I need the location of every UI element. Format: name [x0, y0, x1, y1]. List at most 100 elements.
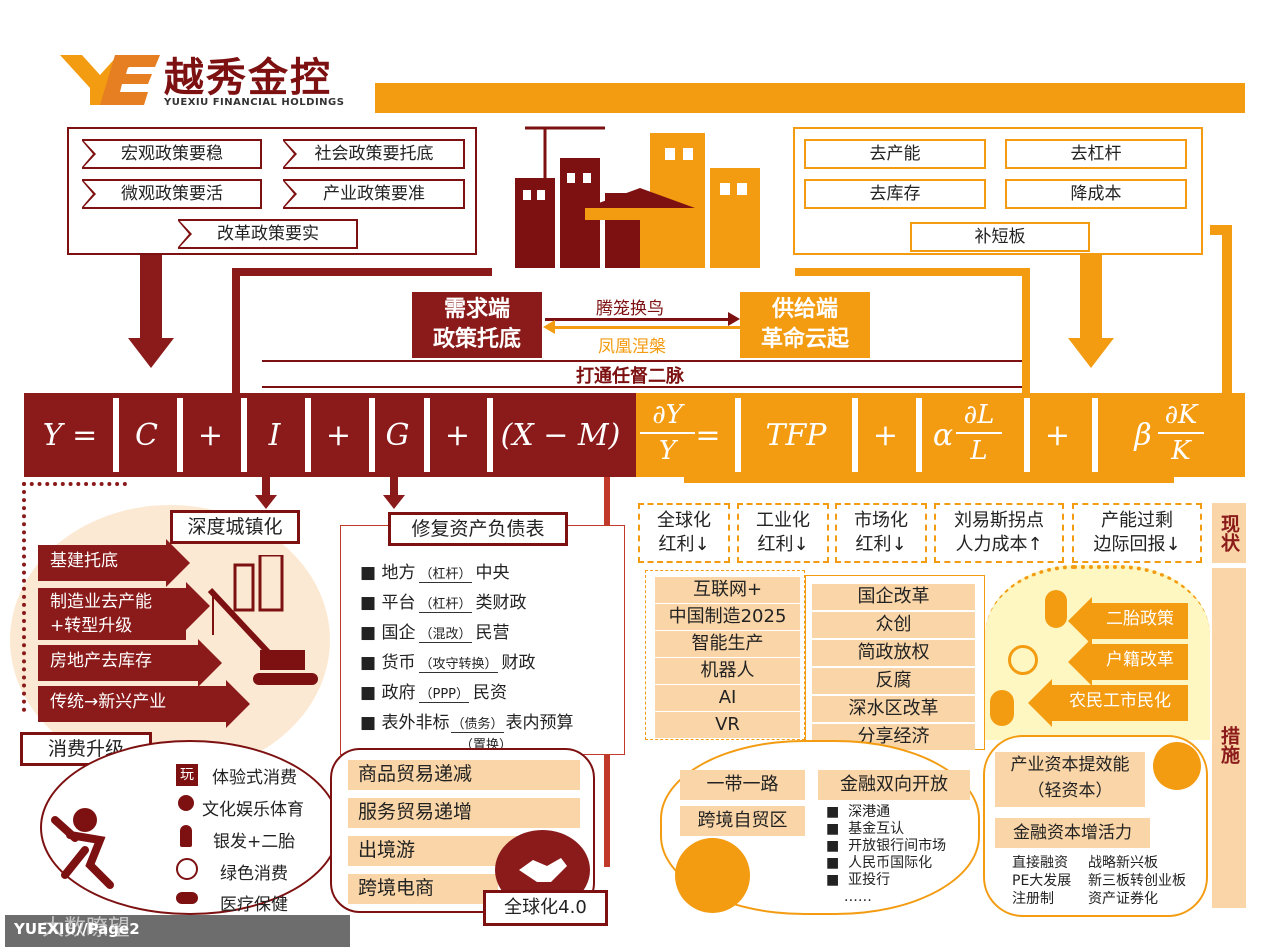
pregnant-icon — [1045, 590, 1067, 628]
finance-opening: 金融双向开放 — [818, 770, 970, 800]
labor-two-child: 二胎政策 — [1068, 597, 1188, 645]
handshake-glyph-icon — [519, 858, 567, 882]
finance-item: ■ 深港通 — [826, 804, 891, 820]
policy-inventory: 去库存 — [804, 179, 986, 209]
dotted-connector — [22, 482, 127, 712]
finance-item: ■ 人民币国际化 — [826, 855, 933, 871]
reform-streamline: 简政放权 — [812, 640, 975, 666]
right-down-arrow-shaft — [1080, 255, 1102, 340]
balance-row: ■ 地方（杠杆）中央 — [360, 563, 510, 583]
eq-dk-den: K — [1171, 436, 1191, 466]
c-connector — [262, 477, 270, 499]
policy-macro: 宏观政策要稳 — [82, 139, 262, 169]
balance-list: ■ 地方（杠杆）中央 ■ 平台（杠杆）类财政 ■ 国企（混改）民营 ■ 货币（攻… — [360, 558, 620, 754]
policy-capacity: 去产能 — [804, 139, 986, 169]
arrow-to-supply-head — [728, 312, 740, 326]
trade-tourism: 出境游 — [348, 836, 523, 866]
footer-bar — [5, 915, 350, 947]
eq-dy-den: Y — [658, 436, 677, 466]
balance-sheet-box — [340, 525, 625, 755]
measures-label: 措施 — [1218, 726, 1240, 764]
pill-icon — [176, 892, 198, 904]
eq-equals: = — [695, 417, 721, 453]
consumption-green: 绿色消费 — [220, 864, 288, 884]
policy-reform: 改革政策要实 — [178, 219, 358, 249]
chart-up-icon — [1153, 742, 1201, 790]
urban-title-box: 深度城镇化 — [170, 510, 300, 544]
dividend-connector — [684, 477, 1174, 497]
reform-deep: 深水区改革 — [812, 696, 975, 722]
bridge-label: 打通任督二脉 — [576, 366, 684, 387]
demand-line2: 政策托底 — [432, 327, 521, 352]
left-down-arrow-head — [128, 338, 174, 368]
trade-ecommerce: 跨境电商 — [348, 874, 498, 904]
capital-industrial: 产业资本提效能 （轻资本） — [995, 752, 1145, 807]
logo-subtext: YUEXIU FINANCIAL HOLDINGS — [164, 97, 345, 108]
urban-item-manufacturing: 制造业去产能+转型升级 — [38, 582, 210, 640]
dividend-lewis: 刘易斯拐点 人力成本↑ — [934, 503, 1064, 563]
supply-line1: 供给端 — [771, 297, 838, 322]
elderly-icon — [180, 825, 192, 847]
arrow-top-label: 腾笼换鸟 — [596, 299, 664, 319]
demand-line1: 需求端 — [443, 297, 510, 322]
status-label: 现状 — [1212, 503, 1246, 563]
consumption-culture: 文化娱乐体育 — [202, 800, 304, 820]
policy-industry: 产业政策要准 — [283, 179, 465, 209]
eq-dy: ∂Y Y — [640, 398, 695, 472]
dividend-industrial: 工业化 红利↓ — [737, 503, 829, 563]
eq-dl-num: ∂L — [956, 398, 1002, 434]
eq-plus-5: + — [1044, 417, 1071, 453]
finance-item: ■ 开放银行间市场 — [826, 838, 947, 854]
eq-dk: ∂K K — [1158, 398, 1204, 472]
cross-border-ftz: 跨境自贸区 — [680, 806, 805, 836]
eq-tfp: TFP — [765, 417, 827, 453]
logo-text: 越秀金控 — [164, 54, 332, 101]
demand-box: 需求端 政策托底 — [412, 292, 542, 358]
dividend-global: 全球化 红利↓ — [638, 503, 730, 563]
arrow-to-demand — [555, 326, 740, 329]
balance-row: ■ 表外非标（债务）表内预算 — [360, 713, 574, 733]
equation-bar-left — [24, 393, 636, 477]
capital-financial: 金融资本增活力 — [995, 818, 1150, 848]
supply-box: 供给端 革命云起 — [740, 292, 870, 358]
arrow-to-demand-head — [543, 320, 555, 334]
urban-item-manufacturing-text: 制造业去产能+转型升级 — [50, 592, 152, 636]
labor-hukou: 户籍改革 — [1068, 638, 1188, 686]
balance-row: ■ 政府（PPP）民资 — [360, 683, 508, 703]
eq-alpha: α — [932, 417, 954, 453]
globalization-badge: 全球化4.0 — [483, 890, 608, 926]
header-bar — [375, 83, 1245, 113]
trade-goods: 商品贸易递减 — [348, 760, 580, 790]
industry-made-in-china: 中国制造2025 — [655, 604, 800, 630]
runner-icon — [51, 808, 114, 889]
eq-beta: β — [1134, 417, 1152, 453]
eq-plus-1: + — [197, 417, 224, 453]
logo: 越秀金控 YUEXIU FINANCIAL HOLDINGS — [60, 45, 360, 115]
arrow-bottom-label: 凤凰涅槃 — [598, 337, 666, 357]
policy-cost: 降成本 — [1005, 179, 1187, 209]
finance-item: ■ 基金互认 — [826, 821, 905, 837]
crane-icon — [207, 555, 318, 685]
g-connector-head — [383, 495, 405, 509]
far-right-loop — [1210, 225, 1232, 393]
reform-entrepreneur: 众创 — [812, 612, 975, 638]
eq-dk-num: ∂K — [1158, 398, 1204, 434]
city-skyline-icon — [515, 126, 760, 268]
eq-dl-den: L — [970, 436, 988, 466]
finance-list: ■ 深港通 ■ 基金互认 ■ 开放银行间市场 ■ 人民币国际化 ■ 亚投行 …… — [826, 804, 946, 906]
microphone-icon — [178, 795, 194, 811]
arrow-to-supply — [545, 318, 730, 321]
urban-item-infra: 基建托底 — [38, 539, 190, 587]
urban-item-realestate: 房地产去库存 — [38, 639, 222, 687]
policy-leverage: 去杠杆 — [1005, 139, 1187, 169]
finance-item: …… — [843, 889, 872, 905]
finance-item: ■ 亚投行 — [826, 872, 891, 888]
industry-internet: 互联网+ — [655, 577, 800, 603]
eq-plus-4: + — [872, 417, 899, 453]
icon-play: 玩 — [176, 764, 198, 786]
consumption-experience: 体验式消费 — [212, 768, 297, 788]
balance-title-box: 修复资产负债表 — [388, 512, 568, 546]
balance-row: ■ 货币（攻守转换）财政 — [360, 653, 536, 673]
capital-left-list: 直接融资 PE大发展 注册制 — [1012, 855, 1072, 907]
consumption-silver: 银发+二胎 — [213, 832, 296, 852]
